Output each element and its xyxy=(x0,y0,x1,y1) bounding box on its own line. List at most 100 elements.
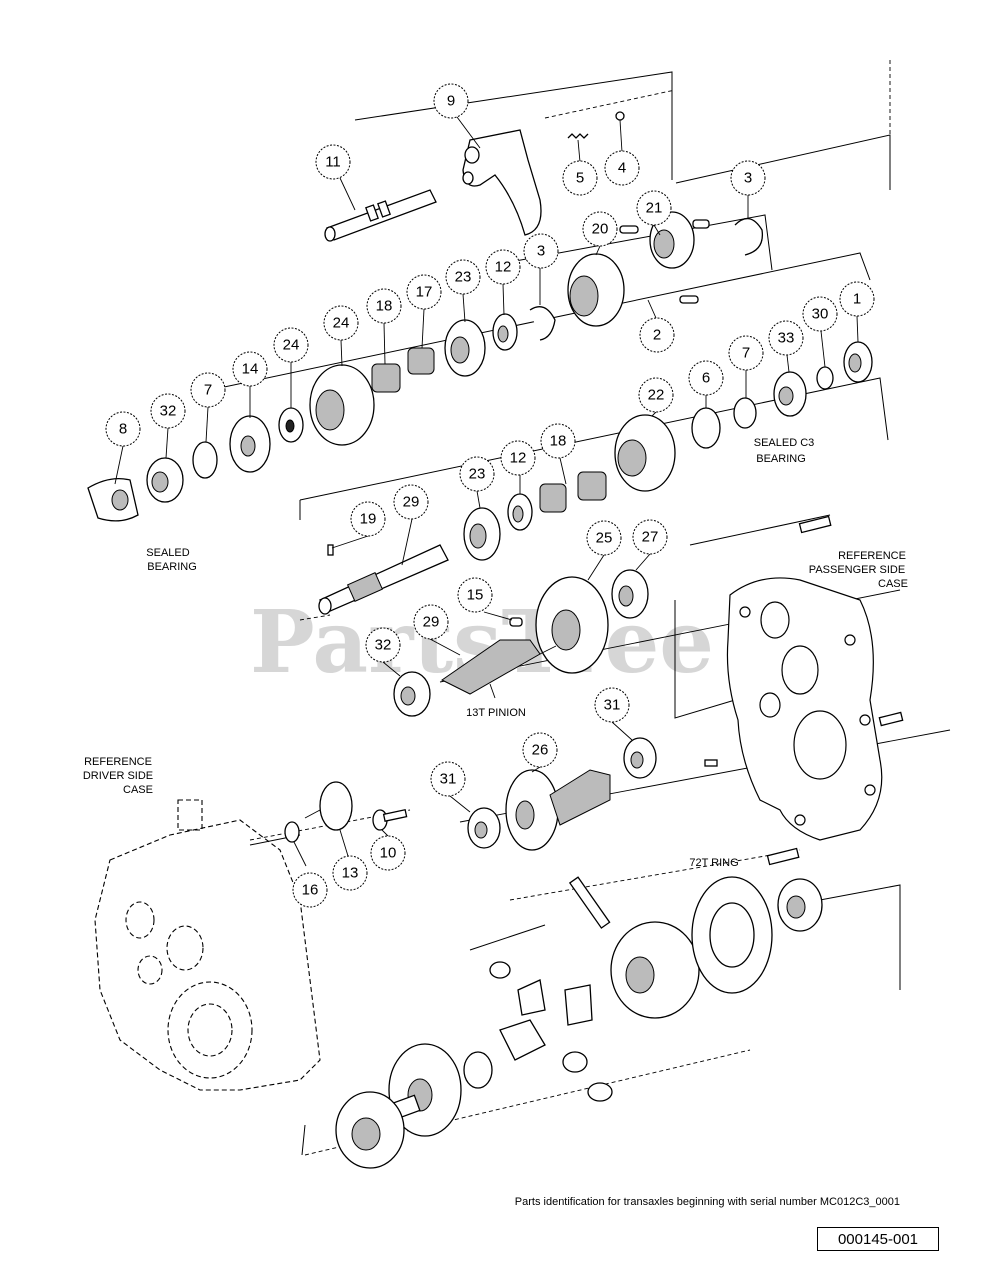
part-washer-7a xyxy=(733,397,757,429)
figure-id-box: 000145-001 xyxy=(817,1227,939,1251)
part-spring-5 xyxy=(567,133,589,139)
label-sealed-bearing: SEALED BEARING xyxy=(146,547,196,573)
callout-18a: 18 xyxy=(366,288,402,324)
part-washer-12a xyxy=(492,313,518,351)
part-washer-7b xyxy=(192,441,218,479)
callout-23a: 23 xyxy=(445,259,481,295)
label-reference-passenger-side-case: REFERENCE PASSENGER SIDE CASE xyxy=(809,550,908,590)
svg-text:18: 18 xyxy=(550,433,567,450)
part-gear-23a xyxy=(444,319,486,377)
leader-lines xyxy=(114,116,859,867)
part-bearing-18b xyxy=(577,471,607,501)
part-driver-side-case xyxy=(94,799,321,1091)
callout-29a: 29 xyxy=(393,484,429,520)
svg-text:31: 31 xyxy=(604,697,621,714)
part-washer-12b xyxy=(507,493,533,531)
part-bearing-17 xyxy=(407,347,435,375)
part-bearing-32b xyxy=(393,671,431,717)
svg-text:3: 3 xyxy=(537,243,545,260)
svg-text:17: 17 xyxy=(416,284,433,301)
part-bearing-31a xyxy=(623,737,657,779)
callout-17: 17 xyxy=(406,274,442,310)
svg-text:22: 22 xyxy=(648,387,665,404)
callout-19: 19 xyxy=(350,501,386,537)
part-sprocket-14 xyxy=(229,415,271,473)
svg-text:7: 7 xyxy=(742,345,750,362)
callout-31a: 31 xyxy=(594,687,630,723)
callout-13: 13 xyxy=(332,855,368,891)
part-bearing-27 xyxy=(611,569,649,619)
svg-text:11: 11 xyxy=(325,154,341,171)
callout-3a: 3 xyxy=(730,160,766,196)
label-13t-pinion: 13T PINION xyxy=(466,707,526,719)
svg-text:32: 32 xyxy=(375,637,392,654)
svg-text:29: 29 xyxy=(423,614,440,631)
svg-text:24: 24 xyxy=(283,337,300,354)
callout-33: 33 xyxy=(768,320,804,356)
callout-1: 1 xyxy=(839,281,875,317)
part-shift-fork-9 xyxy=(462,129,542,236)
callout-15: 15 xyxy=(457,577,493,613)
svg-text:18: 18 xyxy=(376,298,393,315)
part-retaining-ring-3a xyxy=(734,218,764,256)
svg-text:25: 25 xyxy=(596,530,613,547)
callout-3b: 3 xyxy=(523,233,559,269)
svg-text:26: 26 xyxy=(532,742,549,759)
part-bearing-31b xyxy=(467,807,501,849)
part-bearing-33 xyxy=(773,371,807,417)
svg-text:5: 5 xyxy=(576,170,584,187)
svg-text:7: 7 xyxy=(204,382,212,399)
part-key-15 xyxy=(509,617,523,627)
callout-32b: 32 xyxy=(365,627,401,663)
part-bolt-10 xyxy=(372,809,408,831)
svg-text:16: 16 xyxy=(302,882,319,899)
callout-5: 5 xyxy=(562,160,598,196)
svg-text:BEARING: BEARING xyxy=(756,453,806,465)
svg-text:12: 12 xyxy=(510,450,527,467)
svg-text:32: 32 xyxy=(160,403,177,420)
svg-text:13: 13 xyxy=(342,865,359,882)
svg-text:DRIVER SIDE: DRIVER SIDE xyxy=(83,770,153,782)
part-shaft-29a xyxy=(318,544,449,615)
part-gear-13 xyxy=(304,781,353,831)
svg-text:20: 20 xyxy=(592,221,609,238)
svg-text:CASE: CASE xyxy=(123,784,153,796)
part-sealed-bearing-8 xyxy=(87,477,139,522)
svg-text:31: 31 xyxy=(440,771,457,788)
svg-text:12: 12 xyxy=(495,259,512,276)
svg-text:PASSENGER SIDE: PASSENGER SIDE xyxy=(809,564,905,576)
callout-21: 21 xyxy=(636,190,672,226)
caption: Parts identification for transaxles begi… xyxy=(514,1196,900,1208)
svg-text:8: 8 xyxy=(119,421,127,438)
part-gear-25 xyxy=(535,576,609,674)
svg-text:30: 30 xyxy=(812,306,829,323)
callout-2: 2 xyxy=(639,317,675,353)
part-bearing-1 xyxy=(843,341,873,383)
part-bearing-32a xyxy=(146,457,184,503)
callout-7a: 7 xyxy=(728,335,764,371)
part-retaining-ring-3b xyxy=(529,306,556,341)
part-bearing-18a xyxy=(371,363,401,393)
svg-text:SEALED C3: SEALED C3 xyxy=(754,437,815,449)
callout-16: 16 xyxy=(292,872,328,908)
svg-text:24: 24 xyxy=(333,315,350,332)
part-shift-collar-21 xyxy=(649,211,710,269)
callout-22: 22 xyxy=(638,377,674,413)
part-gear-23b xyxy=(463,507,501,561)
svg-text:BEARING: BEARING xyxy=(147,561,197,573)
svg-text:3: 3 xyxy=(744,170,752,187)
callout-29b: 29 xyxy=(413,604,449,640)
callout-27: 27 xyxy=(632,519,668,555)
callout-14: 14 xyxy=(232,351,268,387)
svg-text:14: 14 xyxy=(242,361,259,378)
svg-text:6: 6 xyxy=(702,370,710,387)
part-ring-30 xyxy=(816,366,834,390)
svg-text:4: 4 xyxy=(618,160,626,177)
part-cluster-gear-26 xyxy=(505,769,611,851)
part-gear-22 xyxy=(614,414,676,492)
svg-text:23: 23 xyxy=(455,269,472,286)
part-pinion-shaft-29b xyxy=(441,639,557,695)
svg-text:REFERENCE: REFERENCE xyxy=(838,550,906,562)
callout-31b: 31 xyxy=(430,761,466,797)
svg-text:10: 10 xyxy=(380,845,397,862)
